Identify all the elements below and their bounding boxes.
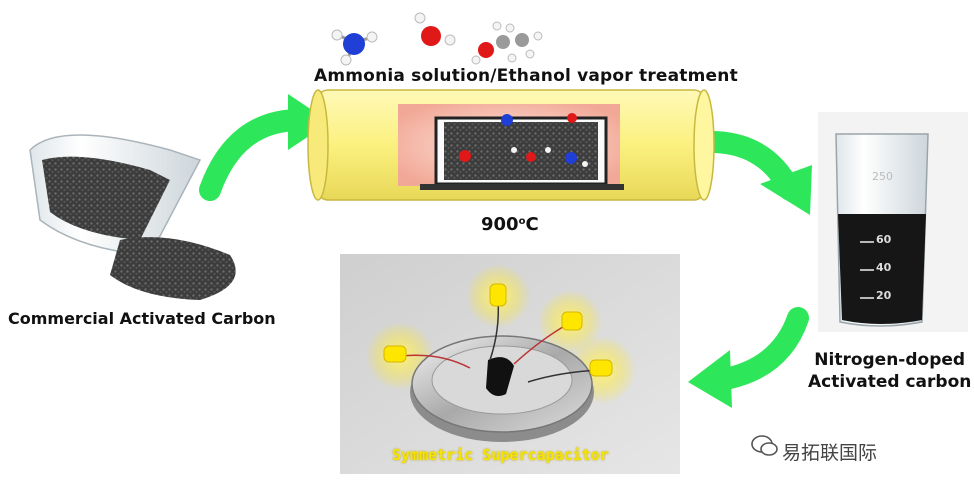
- treatment-label: Ammonia solution/Ethanol vapor treatment: [314, 66, 738, 86]
- commercial-carbon-label: Commercial Activated Carbon: [8, 309, 276, 328]
- commercial-carbon-beaker: [29, 134, 236, 300]
- ndoped-carbon-beaker: [818, 112, 968, 332]
- beaker-tick-20: 20: [876, 289, 892, 302]
- temperature-label: 900oC: [481, 214, 539, 235]
- temperature-value: 900: [481, 214, 519, 235]
- arrow-to-beaker: [694, 130, 812, 215]
- wechat-icon: [751, 435, 778, 456]
- arrow-to-supercapacitor: [688, 307, 809, 408]
- ndoped-carbon-label: Nitrogen-doped Activated carbon: [808, 349, 971, 393]
- ndoped-label-line1: Nitrogen-doped: [814, 350, 966, 370]
- beaker-volume-label: 250: [872, 170, 893, 183]
- ethanol-molecule-icon: [471, 21, 543, 65]
- watermark-text: 易拓联国际: [782, 442, 878, 464]
- beaker-tick-60: 60: [876, 233, 892, 246]
- ammonia-molecule-icon: [331, 29, 378, 66]
- ndoped-label-line2: Activated carbon: [808, 372, 972, 392]
- temperature-unit: C: [525, 214, 539, 235]
- supercapacitor-label: Symmetric Supercapacitor: [392, 446, 609, 464]
- degree-symbol: o: [518, 216, 526, 227]
- beaker-tick-40: 40: [876, 261, 892, 274]
- supercapacitor-photo: [340, 254, 680, 474]
- water-molecule-icon: [414, 12, 456, 46]
- tube-furnace: [307, 89, 715, 201]
